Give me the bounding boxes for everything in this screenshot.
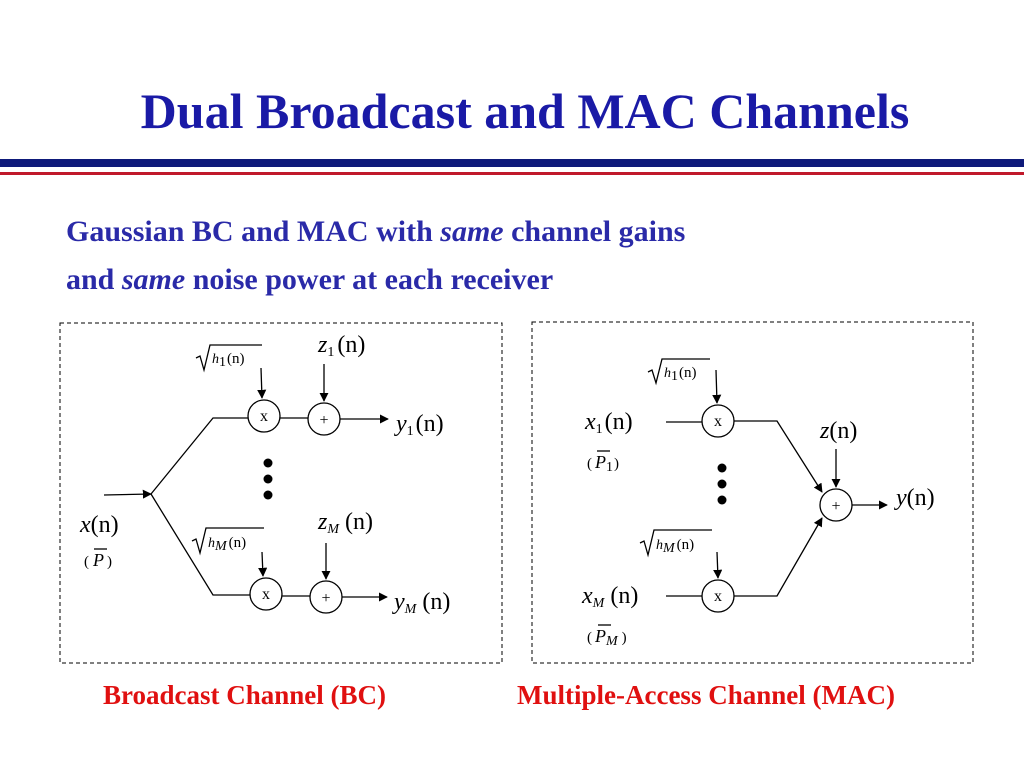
bc-ellipsis-dots [263, 458, 273, 500]
mac-ellipsis-dots [717, 463, 727, 505]
mac-gain-label-bottom: hM(n) [656, 537, 694, 556]
mac-adder-symbol: + [831, 498, 840, 515]
title-divider-red [0, 172, 1024, 175]
mac-branch-bottom [734, 517, 823, 597]
bc-multiplier-top [247, 399, 281, 433]
bc-input-arrow [103, 489, 152, 499]
bc-input-label: x(n) [79, 512, 119, 538]
subtitle-text: channel gains [503, 215, 686, 248]
bc-noise-label-bottom: zM(n) [317, 509, 373, 537]
subtitle-line-1: Gaussian BC and MAC with same channel ga… [66, 208, 966, 256]
slide-subtitle: Gaussian BC and MAC with same channel ga… [66, 208, 966, 304]
bc-noise-label-top: z1(n) [317, 332, 365, 360]
bc-sqrt-sign-bottom [191, 527, 264, 556]
mac-diagram: x x + h1(n) hM(n) x1(n) (P1) xM(n) (PM) … [531, 321, 974, 664]
mac-gain-label-top: h1(n) [664, 365, 697, 384]
bc-multiplier-symbol: x [262, 586, 270, 603]
mac-output-label: y(n) [894, 485, 935, 511]
mac-power-label-top: (P1) [587, 452, 619, 475]
bc-diagram: x + x + h1(n) hM(n) z1(n) zM(n) y1(n) [59, 322, 503, 664]
mac-sqrt-sign-bottom [639, 529, 712, 558]
bc-output-label-bottom: yM(n) [392, 589, 450, 617]
mac-multiplier-symbol: x [714, 413, 722, 430]
mac-dashed-frame [531, 321, 974, 664]
bc-multiplier-bottom [249, 577, 283, 611]
bc-branch-bottom [150, 493, 250, 596]
mac-caption: Multiple-Access Channel (MAC) [517, 680, 895, 710]
bc-gain-label-top: h1(n) [212, 351, 245, 370]
subtitle-text: and [66, 263, 122, 296]
bc-adder-symbol: + [319, 412, 328, 429]
mac-input-label-bottom: xM(n) [581, 583, 638, 611]
bc-multiplier-symbol: x [260, 408, 268, 425]
slide-title: Dual Broadcast and MAC Channels [140, 83, 910, 139]
mac-multiplier-symbol: x [714, 588, 722, 605]
subtitle-emphasis: same [121, 263, 186, 296]
bc-gain-label-bottom: hM(n) [208, 535, 246, 554]
mac-input-label-top: x1(n) [584, 409, 633, 437]
bc-output-label-top: y1(n) [394, 411, 444, 439]
mac-branch-top [734, 420, 823, 493]
subtitle-text: noise power at each receiver [185, 263, 554, 296]
mac-gain-arrow-bottom [713, 551, 723, 579]
bc-caption: Broadcast Channel (BC) [103, 680, 387, 710]
subtitle-text: Gaussian BC and MAC with [66, 215, 441, 248]
bc-sqrt-sign-top [195, 344, 262, 373]
mac-power-label-bottom: (PM) [587, 626, 627, 649]
mac-gain-arrow-top [712, 369, 722, 404]
bc-dashed-frame [59, 322, 503, 664]
bc-power-label: (P) [84, 550, 112, 570]
bc-gain-arrow-top [257, 367, 267, 399]
subtitle-emphasis: same [440, 215, 504, 248]
bc-adder-symbol: + [321, 590, 330, 607]
mac-sqrt-sign-top [647, 358, 710, 386]
bc-gain-arrow-bottom [258, 551, 268, 577]
title-divider-blue [0, 159, 1024, 167]
bc-branch-top [150, 417, 248, 495]
mac-noise-label: z(n) [819, 418, 857, 444]
subtitle-line-2: and same noise power at each receiver [66, 256, 966, 304]
